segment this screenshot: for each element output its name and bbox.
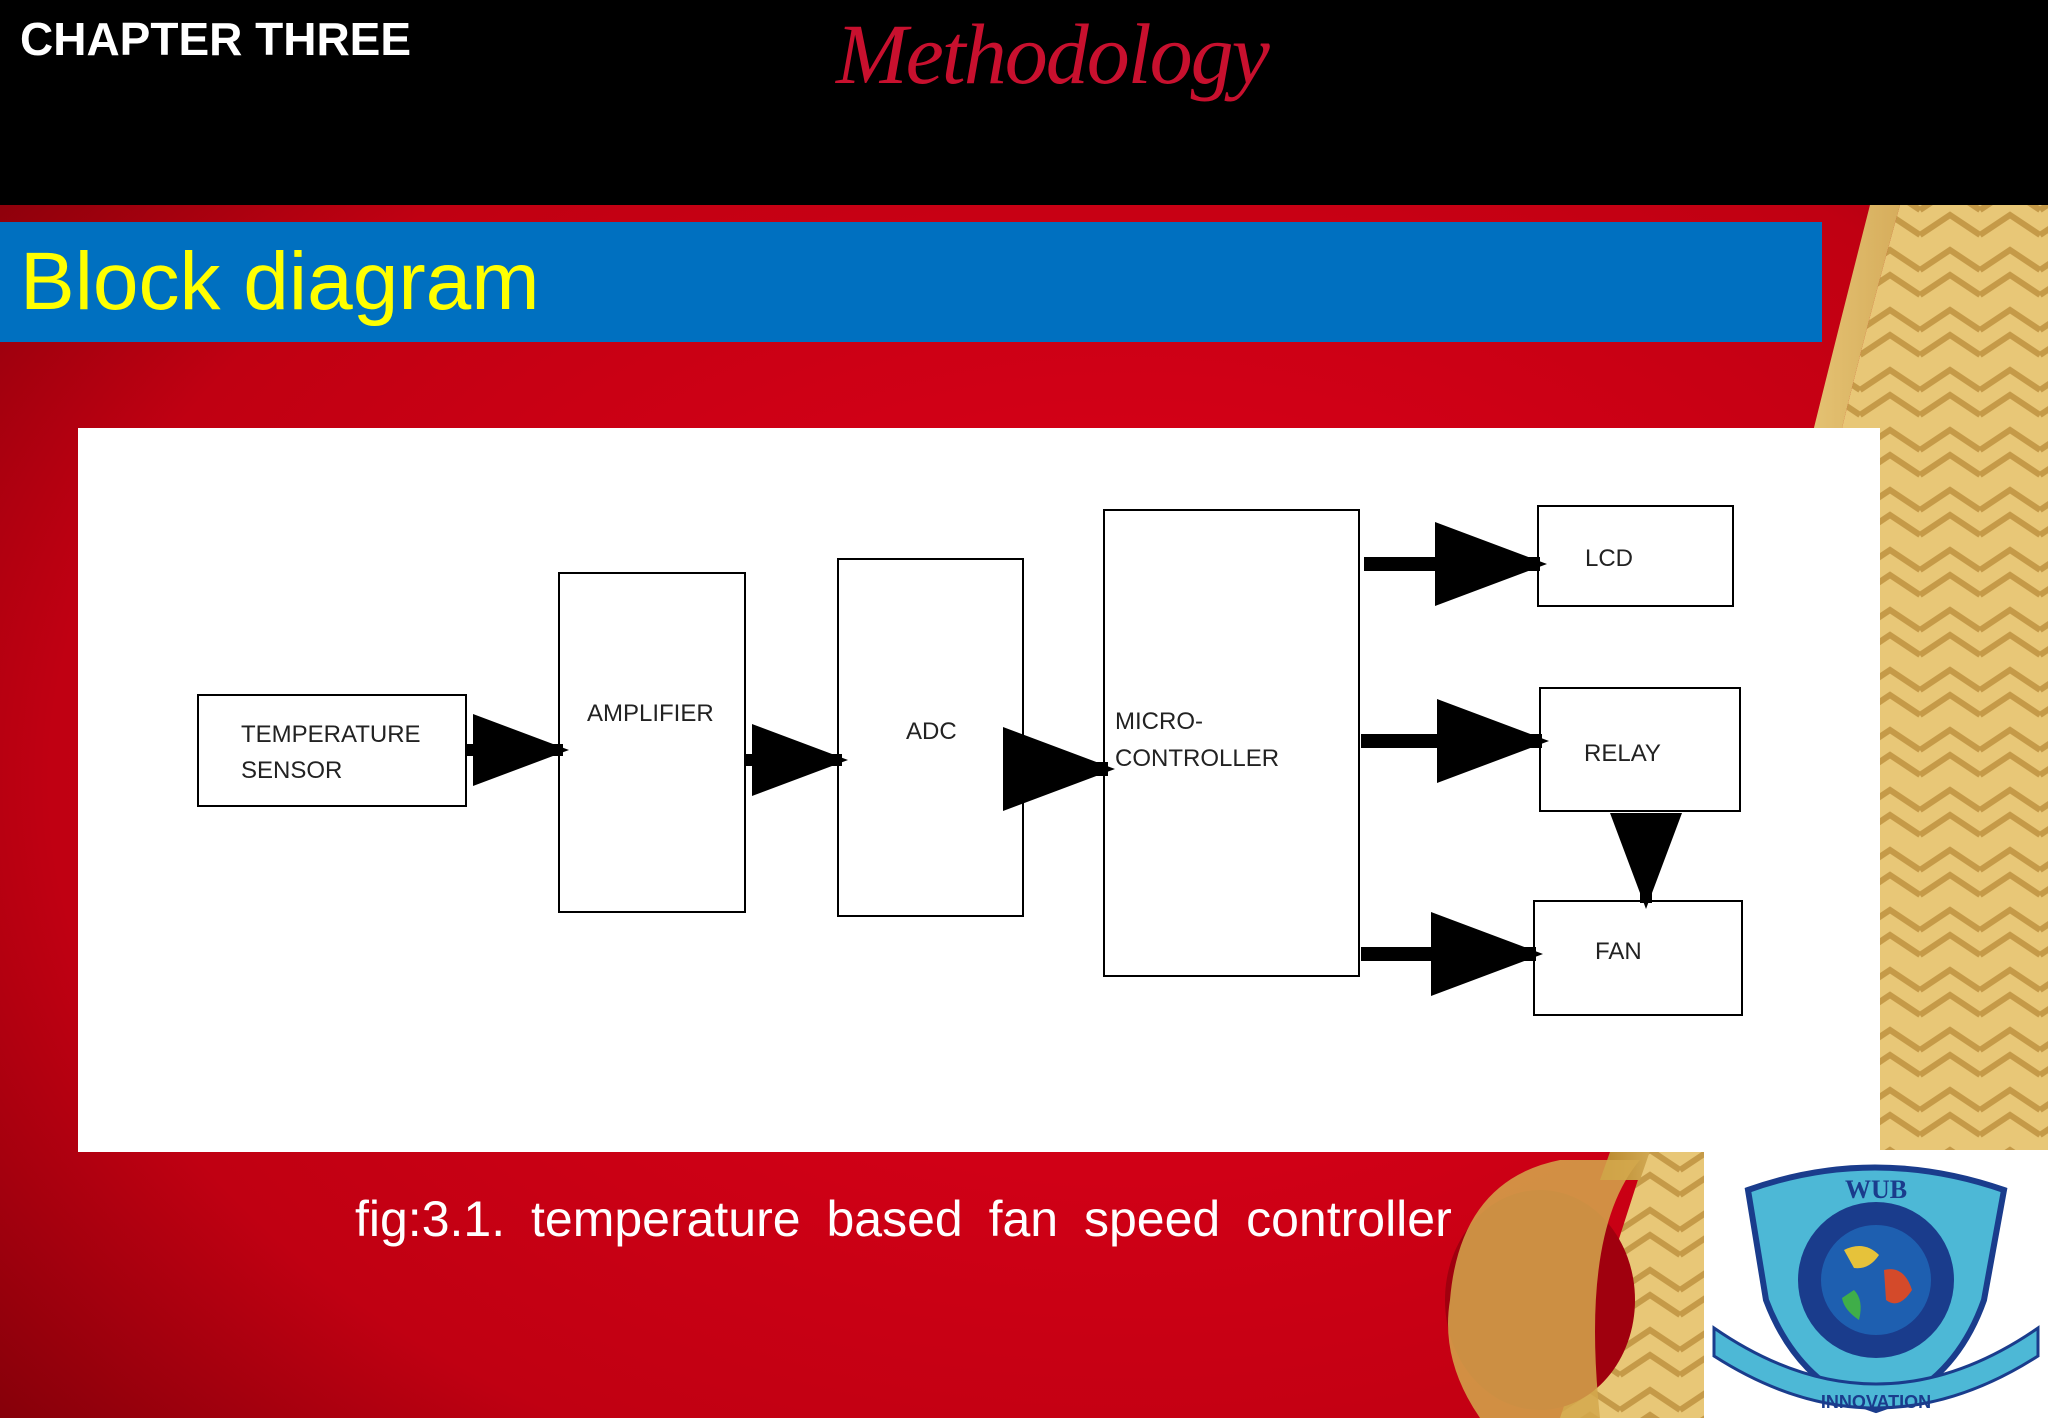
temperature-sensor-label-line1: TEMPERATURE: [241, 721, 421, 748]
relay-label: RELAY: [1584, 740, 1661, 767]
logo-top-text: WUB: [1845, 1175, 1907, 1204]
fan-label: FAN: [1595, 938, 1642, 965]
figure-caption: fig:3.1. temperature based fan speed con…: [355, 1191, 1452, 1247]
block-relay: RELAY: [1539, 687, 1741, 812]
university-logo: WUB INNOVATION: [1704, 1150, 2048, 1418]
slide-title: Block diagram: [20, 236, 540, 327]
block-amplifier: AMPLIFIER: [558, 572, 746, 913]
amplifier-label: AMPLIFIER: [587, 700, 714, 727]
section-title: Methodology: [836, 6, 1270, 102]
block-adc: ADC: [837, 558, 1024, 917]
microcontroller-label-line1: MICRO-: [1115, 708, 1203, 735]
block-fan: FAN: [1533, 900, 1743, 1016]
block-diagram-canvas: TEMPERATURE SENSOR AMPLIFIER ADC MICRO- …: [197, 505, 1743, 1016]
adc-label: ADC: [906, 718, 957, 745]
block-temperature-sensor: TEMPERATURE SENSOR: [197, 694, 467, 807]
title-banner: [0, 222, 1822, 342]
header-bar: [0, 0, 2048, 205]
chapter-label: CHAPTER THREE: [20, 13, 412, 65]
lcd-label: LCD: [1585, 545, 1633, 572]
logo-banner-text: INNOVATION: [1821, 1392, 1931, 1412]
block-diagram: TEMPERATURE SENSOR AMPLIFIER ADC MICRO- …: [78, 428, 1880, 1152]
block-lcd: LCD: [1537, 505, 1734, 607]
temperature-sensor-label-line2: SENSOR: [241, 757, 342, 784]
microcontroller-label-line2: CONTROLLER: [1115, 745, 1279, 772]
block-microcontroller: MICRO- CONTROLLER: [1103, 509, 1360, 977]
